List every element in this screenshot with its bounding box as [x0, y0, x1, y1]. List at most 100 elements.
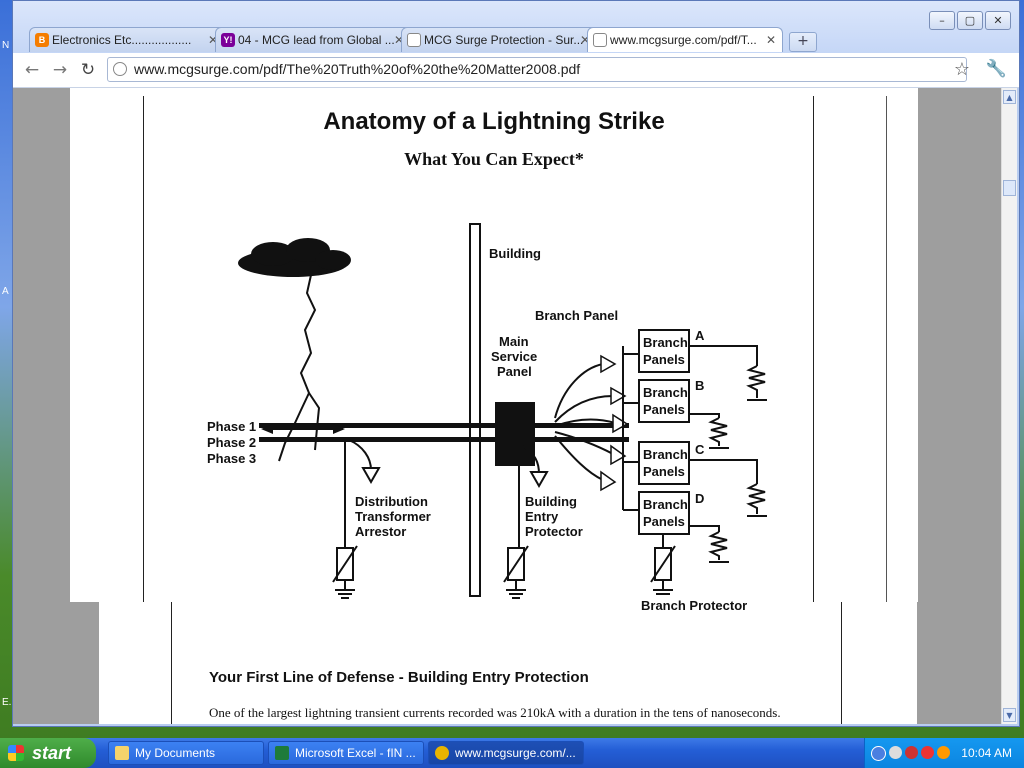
close-tab-icon[interactable]: ✕: [579, 33, 590, 47]
distribution-label: Distribution: [355, 494, 428, 509]
transformer-label: Transformer: [355, 509, 431, 524]
clock: 10:04 AM: [961, 746, 1012, 760]
main-service-panel-box: [495, 402, 535, 466]
globe-icon: [113, 62, 127, 76]
toolbar: ← → ↻ www.mcgsurge.com/pdf/The%20Truth%2…: [13, 53, 1019, 88]
update-icon[interactable]: [937, 746, 950, 759]
storm-cloud-icon: [238, 238, 351, 277]
start-button[interactable]: start: [0, 738, 96, 768]
tab-title: www.mcgsurge.com/pdf/T...: [610, 33, 757, 47]
security-icon[interactable]: [905, 746, 918, 759]
taskbar: start My Documents Microsoft Excel - fIN…: [0, 738, 1024, 768]
url-text: www.mcgsurge.com/pdf/The%20Truth%20of%20…: [134, 61, 581, 77]
slide-border-line: [143, 96, 144, 602]
system-tray: 10:04 AM: [864, 738, 1024, 768]
task-excel[interactable]: Microsoft Excel - fIN ...: [268, 741, 424, 765]
branch-panel-a: Branch Panels A: [638, 328, 705, 373]
svg-text:Branch: Branch: [643, 447, 688, 462]
back-button[interactable]: ←: [24, 60, 40, 80]
folder-icon: [115, 746, 129, 760]
arrestor-symbol-icon: [332, 545, 358, 599]
close-window-button[interactable]: ✕: [985, 11, 1011, 30]
document-title: Anatomy of a Lightning Strike: [323, 108, 665, 135]
phase-1-label: Phase 1: [207, 419, 256, 434]
panel-label: Panel: [497, 364, 532, 379]
window-controls: – ▢ ✕: [929, 11, 1011, 30]
phase-line: [259, 437, 629, 442]
pdf-viewport[interactable]: Anatomy of a Lightning Strike What You C…: [13, 88, 1003, 724]
protector-label: Protector: [525, 524, 583, 539]
network-icon[interactable]: [889, 746, 902, 759]
pdf-slide: Anatomy of a Lightning Strike What You C…: [70, 88, 918, 602]
desktop-edge-letter: N: [2, 40, 10, 51]
svg-text:Panels: Panels: [643, 402, 685, 417]
new-tab-button[interactable]: +: [789, 32, 817, 52]
svg-text:Branch: Branch: [643, 497, 688, 512]
service-label: Service: [491, 349, 537, 364]
task-label: My Documents: [135, 746, 216, 760]
branch-letter-d: D: [695, 491, 704, 506]
branch-letter-a: A: [695, 328, 705, 343]
building-label: Building: [489, 246, 541, 261]
branch-panel-d: Branch Panels D: [638, 491, 704, 535]
task-chrome[interactable]: www.mcgsurge.com/...: [428, 741, 584, 765]
wrench-menu-icon[interactable]: 🔧: [985, 59, 1007, 79]
desktop-edge-letter: A: [2, 286, 9, 297]
scroll-up-arrow-icon[interactable]: ▲: [1003, 90, 1016, 104]
tab-yahoo[interactable]: Y! 04 - MCG lead from Global ... ✕: [215, 27, 411, 52]
antivirus-icon[interactable]: [921, 746, 934, 759]
vertical-scrollbar[interactable]: ▲ ▼: [1001, 88, 1017, 724]
task-my-documents[interactable]: My Documents: [108, 741, 264, 765]
lightning-bolt: [278, 274, 317, 462]
branch-letter-b: B: [695, 378, 704, 393]
branch-panel-c: Branch Panels C: [638, 441, 705, 485]
arrestor-symbol-icon: [503, 545, 529, 599]
tab-title: MCG Surge Protection - Sur...: [424, 33, 584, 47]
load-resistors: [689, 345, 767, 563]
reload-button[interactable]: ↻: [80, 60, 96, 80]
close-tab-icon[interactable]: ✕: [207, 33, 218, 47]
arrestor-symbol-icon: [650, 545, 676, 595]
phase-3-label: Phase 3: [207, 451, 256, 466]
building-entry-label: Building: [525, 494, 577, 509]
tray-expand-icon[interactable]: [871, 746, 886, 761]
branch-panel-b: Branch Panels B: [638, 378, 704, 423]
chrome-icon: [435, 746, 449, 760]
branch-letter-c: C: [695, 442, 705, 457]
svg-text:Panels: Panels: [643, 514, 685, 529]
branch-protector-label: Branch Protector: [641, 598, 747, 613]
forward-button[interactable]: →: [52, 60, 68, 80]
windows-logo-icon: [8, 745, 24, 761]
start-label: start: [32, 743, 72, 763]
tab-pdf-active[interactable]: www.mcgsurge.com/pdf/T... ✕: [587, 27, 783, 52]
yahoo-icon: Y!: [221, 33, 235, 47]
slide-border-line: [886, 96, 887, 602]
tab-mcg-surge[interactable]: MCG Surge Protection - Sur... ✕: [401, 27, 597, 52]
close-tab-icon[interactable]: ✕: [765, 33, 776, 47]
section-heading: Your First Line of Defense - Building En…: [209, 669, 589, 686]
slide-border-line: [813, 96, 814, 602]
phase-line: [259, 423, 629, 428]
scroll-down-arrow-icon[interactable]: ▼: [1003, 708, 1016, 722]
scroll-thumb[interactable]: [1003, 180, 1016, 196]
page-icon: [593, 33, 607, 47]
maximize-button[interactable]: ▢: [957, 11, 983, 30]
building-wall: [469, 223, 481, 597]
minimize-button[interactable]: –: [929, 11, 955, 30]
task-label: www.mcgsurge.com/...: [455, 746, 576, 760]
excel-icon: [275, 746, 289, 760]
tab-title: Electronics Etc..................: [52, 33, 192, 47]
browser-window: – ▢ ✕ B Electronics Etc.................…: [12, 0, 1020, 727]
blogger-icon: B: [35, 33, 49, 47]
svg-text:Panels: Panels: [643, 352, 685, 367]
svg-text:Branch: Branch: [643, 385, 688, 400]
arrestor-label: Arrestor: [355, 524, 406, 539]
desktop-edge-letter: E.: [2, 697, 12, 708]
tab-electronics[interactable]: B Electronics Etc.................. ✕: [29, 27, 225, 52]
svg-text:Panels: Panels: [643, 464, 685, 479]
bookmark-star-icon[interactable]: ☆: [953, 59, 970, 80]
address-bar[interactable]: www.mcgsurge.com/pdf/The%20Truth%20of%20…: [107, 57, 970, 82]
surge-arrows: [554, 363, 616, 481]
close-tab-icon[interactable]: ✕: [393, 33, 404, 47]
task-label: Microsoft Excel - fIN ...: [295, 746, 416, 760]
